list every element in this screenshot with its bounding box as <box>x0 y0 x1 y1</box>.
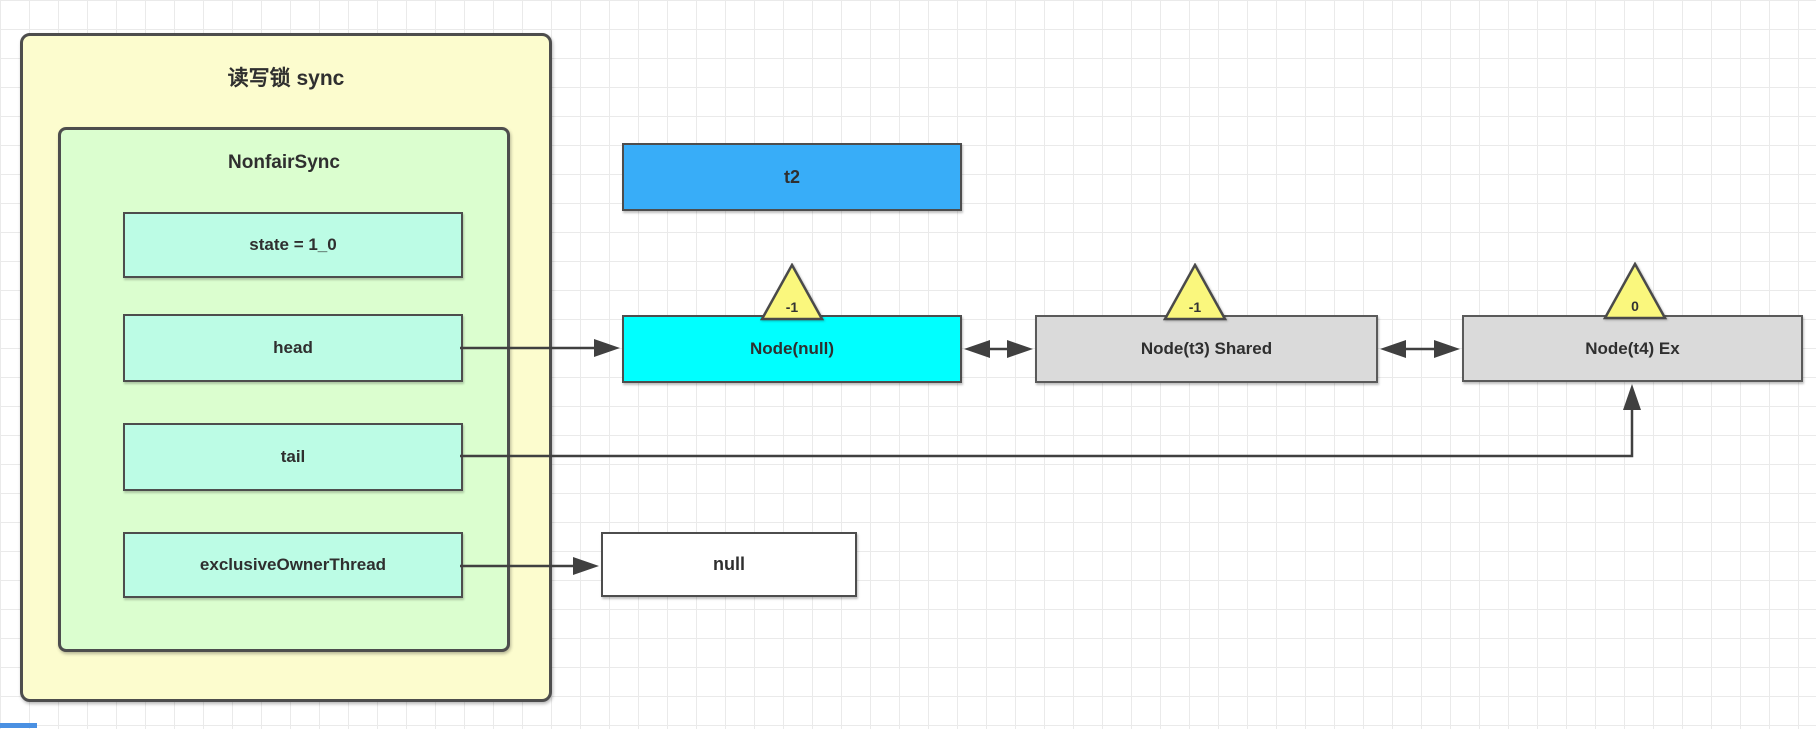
field-head[interactable]: head <box>123 314 463 382</box>
node-t4-ex-box[interactable]: Node(t4) Ex <box>1462 315 1803 382</box>
field-exclusive-owner-thread-label: exclusiveOwnerThread <box>199 555 387 574</box>
field-state-label: state = 1_0 <box>249 235 337 254</box>
bottom-left-blue-line <box>0 723 37 728</box>
node-t3-shared-box[interactable]: Node(t3) Shared <box>1035 315 1378 383</box>
field-tail-label: tail <box>280 447 306 466</box>
wait-status-value: 0 <box>1631 298 1639 314</box>
field-exclusive-owner-thread[interactable]: exclusiveOwnerThread <box>123 532 463 598</box>
nonfairsync-title: NonfairSync <box>228 152 340 173</box>
node-t3-shared-label: Node(t3) Shared <box>1140 339 1273 358</box>
field-head-label: head <box>273 338 313 357</box>
wait-status-triangle-node-t3[interactable]: -1 <box>1163 263 1227 321</box>
owner-null-box[interactable]: null <box>601 532 857 597</box>
edge-node-null-node-t3[interactable] <box>964 340 1033 358</box>
node-null-label: Node(null) <box>749 339 835 358</box>
wait-status-value: -1 <box>785 299 799 315</box>
wait-status-triangle-node-t4[interactable]: 0 <box>1603 262 1667 320</box>
field-state[interactable]: state = 1_0 <box>123 212 463 278</box>
thread-t2-label: t2 <box>783 166 800 187</box>
field-tail[interactable]: tail <box>123 423 463 491</box>
edge-node-t3-node-t4[interactable] <box>1380 340 1460 358</box>
nonfairsync-container[interactable]: NonfairSync state = 1_0 head tail exclus… <box>58 127 510 652</box>
wait-status-value: -1 <box>1188 299 1202 315</box>
thread-t2-box[interactable]: t2 <box>622 143 962 211</box>
node-null-box[interactable]: Node(null) <box>622 315 962 383</box>
edge-tail-to-node-t4[interactable] <box>460 384 1641 458</box>
owner-null-label: null <box>713 554 745 574</box>
rwlock-sync-title: 读写锁 sync <box>227 67 345 90</box>
node-t4-ex-label: Node(t4) Ex <box>1585 338 1680 358</box>
wait-status-triangle-node-null[interactable]: -1 <box>760 263 824 321</box>
